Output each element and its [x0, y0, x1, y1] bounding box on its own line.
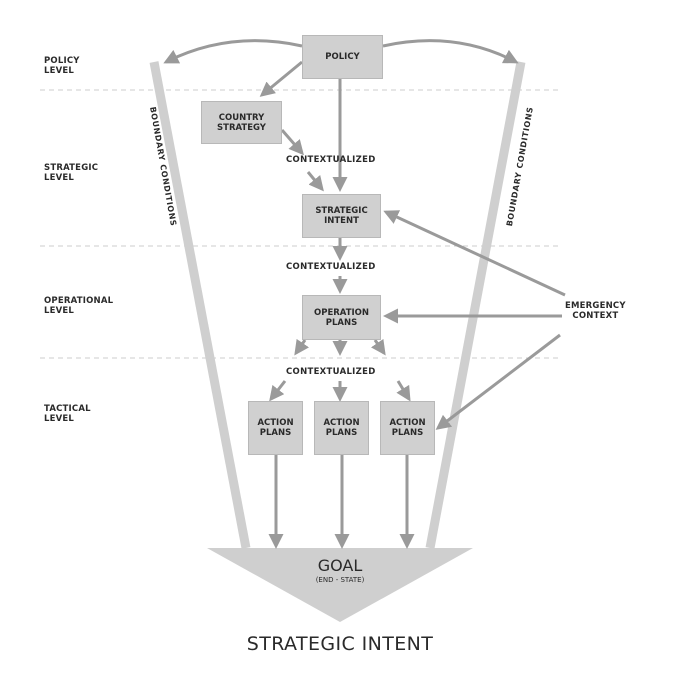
emergency-context-label: EMERGENCY CONTEXT [565, 301, 626, 321]
contextualized-label-2: CONTEXTUALIZED [286, 262, 376, 272]
arrow-country-strategic-a [280, 129, 304, 156]
contextualized-label-3: CONTEXTUALIZED [286, 367, 376, 377]
country-strategy-box: COUNTRY STRATEGY [201, 101, 282, 144]
level-dividers [40, 89, 560, 359]
arrow-emergency-action3 [435, 333, 561, 430]
strategic-intent-box: STRATEGIC INTENT [302, 194, 381, 238]
right-boundary-bar [425, 61, 526, 549]
left-boundary-bar [149, 61, 251, 549]
arrow-policy-left [163, 39, 303, 64]
action-plans-box-2: ACTION PLANS [314, 401, 369, 455]
action-plans-box-3: ACTION PLANS [380, 401, 435, 455]
policy-box: POLICY [302, 35, 383, 79]
operational-level-label: OPERATIONAL LEVEL [44, 296, 114, 316]
arrow-policy-right [382, 39, 519, 64]
policy-level-label: POLICY LEVEL [44, 56, 80, 76]
operation-plans-box: OPERATION PLANS [302, 295, 381, 340]
arrows [163, 39, 566, 549]
tactical-level-label: TACTICAL LEVEL [44, 404, 91, 424]
contextualized-label-1: CONTEXTUALIZED [286, 155, 376, 165]
strategic-level-label: STRATEGIC LEVEL [44, 163, 99, 183]
arrow-operation-action3-a [371, 338, 386, 356]
goal-subtitle: (END - STATE) [315, 576, 365, 584]
arrow-operation-action1-a [294, 338, 309, 356]
arrow-policy-country [259, 60, 303, 97]
action-plans-box-1: ACTION PLANS [248, 401, 303, 455]
goal-triangle [207, 548, 473, 622]
diagram-caption: STRATEGIC INTENT [246, 633, 434, 655]
arrow-operation-action3-b [396, 380, 411, 402]
arrow-emergency-strategic [383, 210, 566, 297]
goal-title: GOAL [317, 556, 363, 575]
arrow-country-strategic-b [306, 171, 324, 192]
arrow-operation-action1-b [269, 380, 287, 402]
